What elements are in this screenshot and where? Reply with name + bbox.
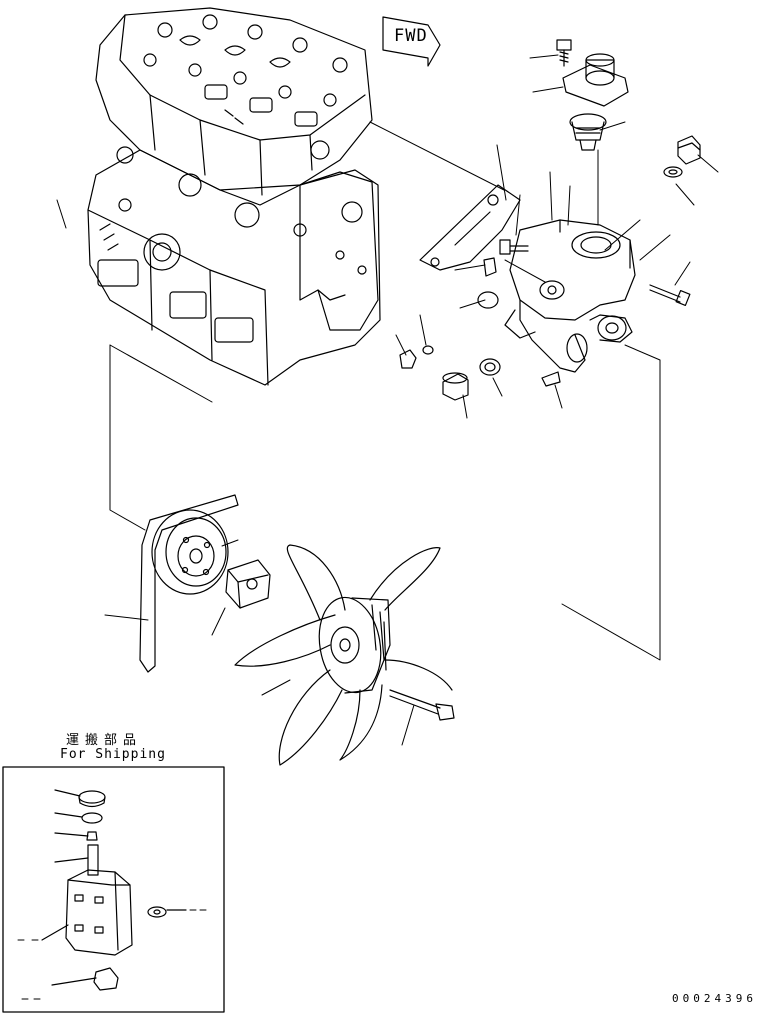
cooling-fan xyxy=(235,545,452,765)
fan-spacer xyxy=(226,560,270,608)
pump-bolt-long xyxy=(650,285,690,305)
thermostat-cover xyxy=(563,54,628,106)
fan-belt xyxy=(140,495,238,672)
dash-marks xyxy=(18,910,206,999)
thermostat xyxy=(570,114,606,150)
plug-large xyxy=(443,373,468,400)
washer-large xyxy=(480,359,500,375)
shipping-box-frame xyxy=(3,767,224,1012)
bolt-mid xyxy=(500,240,528,254)
engine-block xyxy=(88,8,380,385)
leader-lines xyxy=(57,55,718,745)
diagram-id: 00024396 xyxy=(672,992,757,1005)
cap-right xyxy=(678,136,700,164)
fan-pulley xyxy=(152,510,228,594)
washer-small xyxy=(423,346,433,354)
plug-small xyxy=(484,258,496,276)
water-pump-body xyxy=(505,220,635,372)
bolt-small-left xyxy=(400,350,416,368)
washer-right xyxy=(664,167,682,177)
shipping-title-jp: 運搬部品 xyxy=(66,733,143,748)
fwd-arrow-icon xyxy=(383,17,440,66)
shipping-parts xyxy=(42,790,186,990)
clip-small xyxy=(542,372,560,386)
fwd-label: FWD xyxy=(394,26,428,46)
gasket xyxy=(420,185,520,270)
bolt-top xyxy=(557,40,571,66)
shipping-title-en: For Shipping xyxy=(60,747,166,762)
o-ring xyxy=(478,292,498,308)
fan-bolt xyxy=(390,690,454,720)
